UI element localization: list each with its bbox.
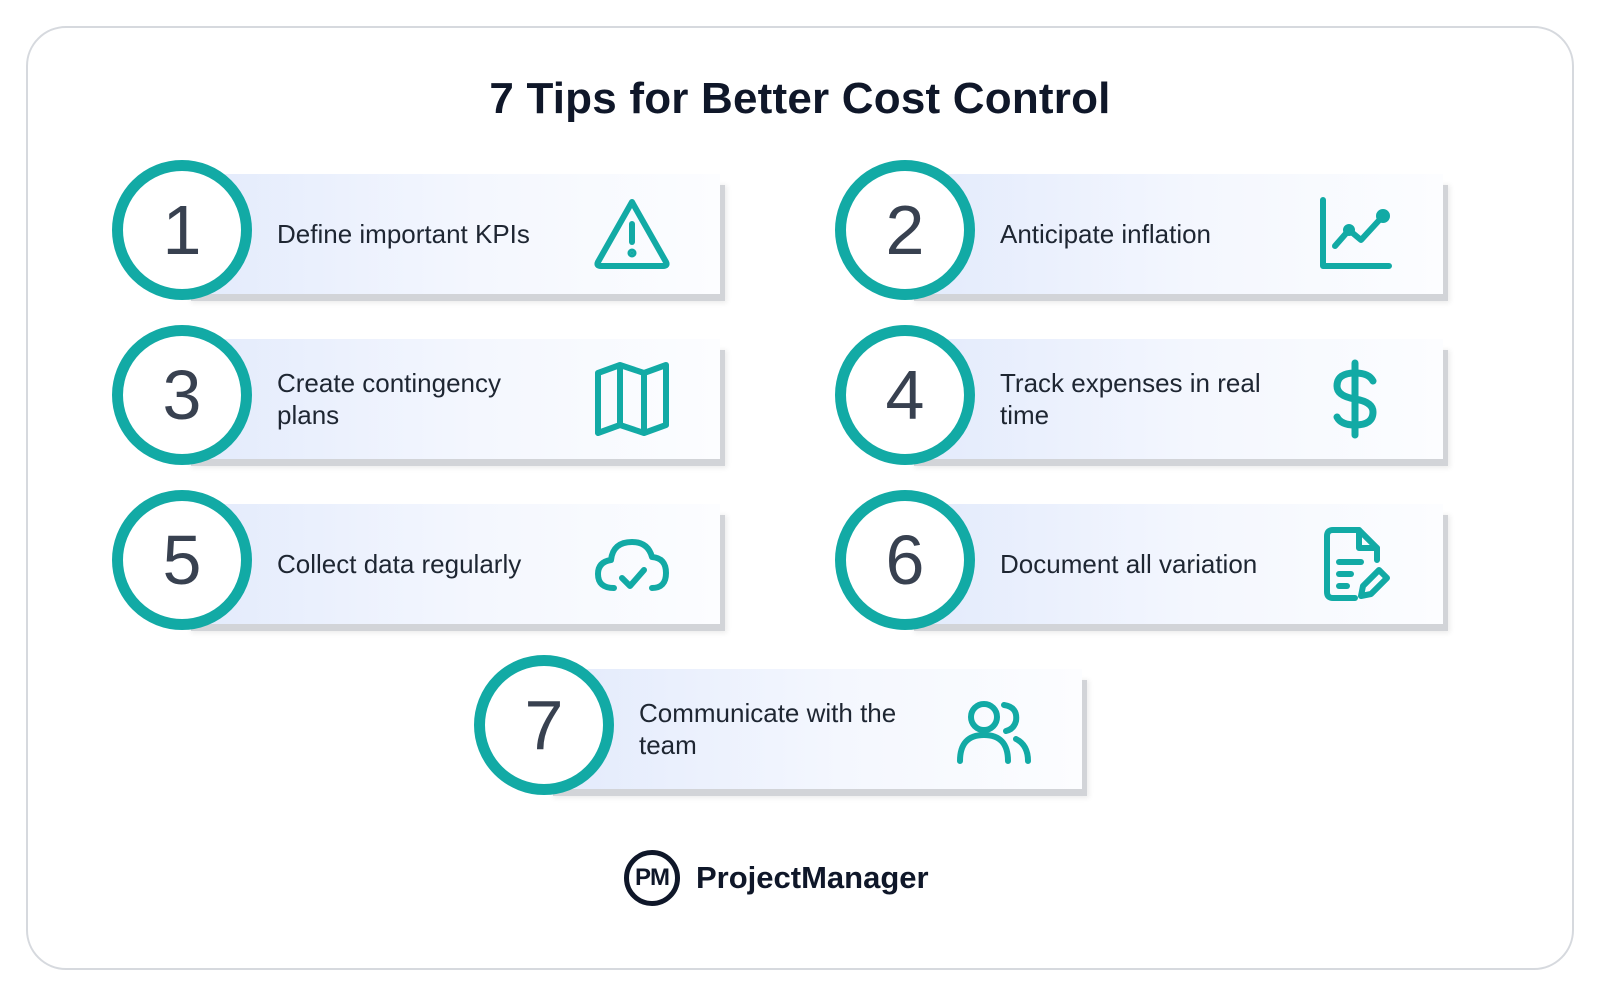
tip-card-4: 4 Track expenses in real time [835, 325, 1455, 475]
tip-text: Define important KPIs [277, 219, 530, 249]
tip-card-6: 6 Document all variation [835, 490, 1455, 640]
document-edit-icon [1315, 524, 1395, 604]
tip-text: Track expenses in real time [1000, 368, 1261, 430]
tip-number-badge: 4 [835, 325, 975, 465]
dollar-sign-icon [1315, 359, 1395, 439]
tip-panel [182, 504, 720, 624]
tip-number-badge: 1 [112, 160, 252, 300]
tip-text: Create contingency plans [277, 368, 502, 430]
tip-text: Collect data regularly [277, 549, 522, 579]
warning-triangle-icon [592, 194, 672, 274]
tip-panel [182, 339, 720, 459]
tip-number-badge: 3 [112, 325, 252, 465]
brand-name: ProjectManager [696, 860, 929, 895]
line-chart-icon [1315, 194, 1395, 274]
brand-logo: PM ProjectManager [624, 846, 929, 910]
tip-number-badge: 7 [474, 655, 614, 795]
cloud-check-icon [592, 524, 672, 604]
tip-number-badge: 6 [835, 490, 975, 630]
page-title: 7 Tips for Better Cost Control [489, 74, 1111, 123]
map-icon [592, 359, 672, 439]
tip-card-3: 3 Create contingency plans [112, 325, 732, 475]
tip-card-2: 2 Anticipate inflation [835, 160, 1455, 310]
tip-card-5: 5 Collect data regularly [112, 490, 732, 640]
tip-card-1: 1 Define important KPIs [112, 160, 732, 310]
tip-number-badge: 5 [112, 490, 252, 630]
tip-number-badge: 2 [835, 160, 975, 300]
tip-card-7: 7 Communicate with the team [474, 655, 1094, 805]
tip-text: Document all variation [1000, 549, 1258, 579]
users-icon [954, 689, 1034, 769]
tip-text: Communicate with the team [639, 698, 897, 760]
tip-text: Anticipate inflation [1000, 219, 1212, 249]
brand-mark-icon: PM [624, 850, 680, 906]
